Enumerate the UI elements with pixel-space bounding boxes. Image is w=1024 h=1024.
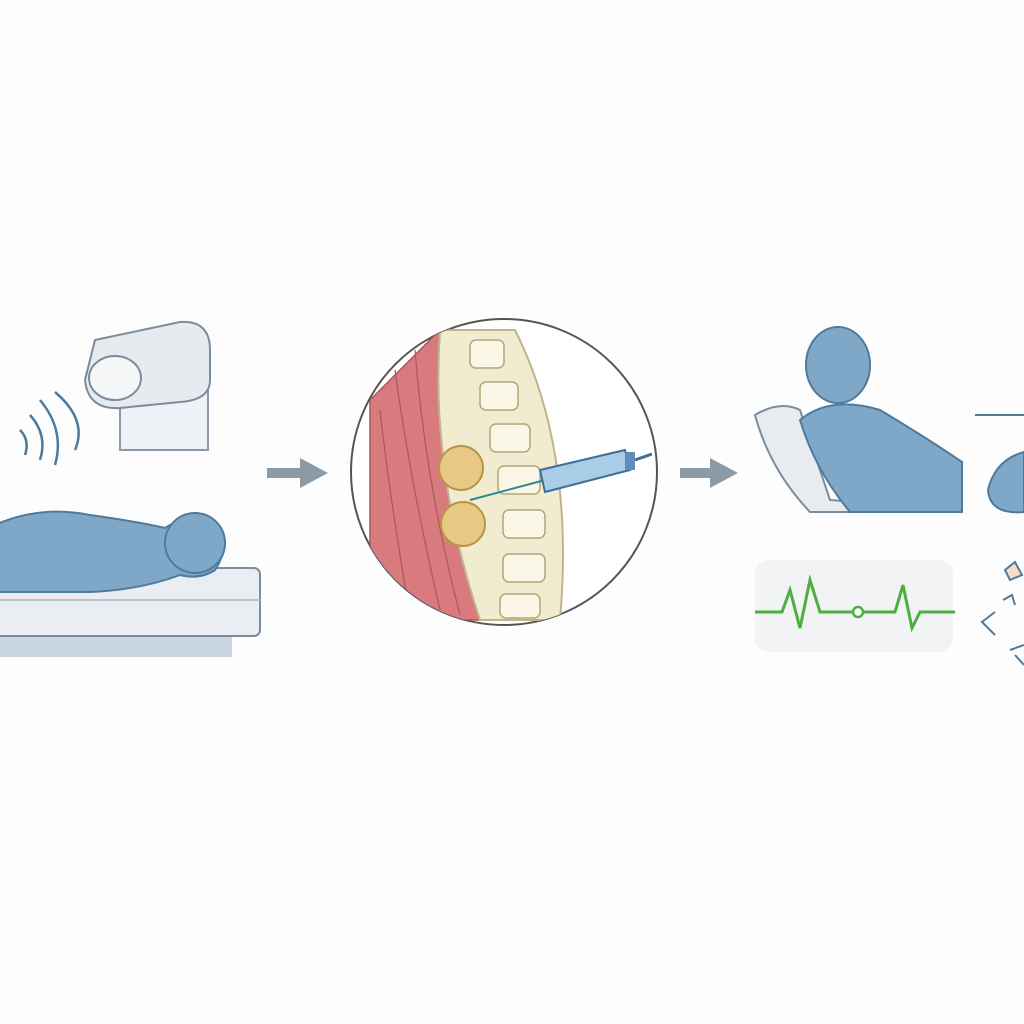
scanner-device	[83, 320, 211, 451]
seated-patient	[798, 403, 963, 513]
injection-step	[350, 318, 658, 626]
nerve-root	[440, 501, 486, 547]
recovery-step	[753, 326, 1024, 666]
imaging-step	[0, 320, 261, 657]
ecg-line	[755, 574, 955, 633]
arrow-icon	[267, 458, 328, 488]
ecg-monitor	[755, 560, 953, 652]
nerve-root	[438, 445, 484, 491]
arrow-icon	[680, 458, 738, 488]
lying-patient	[0, 510, 226, 593]
syringe-icon	[469, 448, 653, 501]
scattered-fragments	[980, 560, 1024, 666]
signal-waves-icon	[19, 391, 80, 466]
